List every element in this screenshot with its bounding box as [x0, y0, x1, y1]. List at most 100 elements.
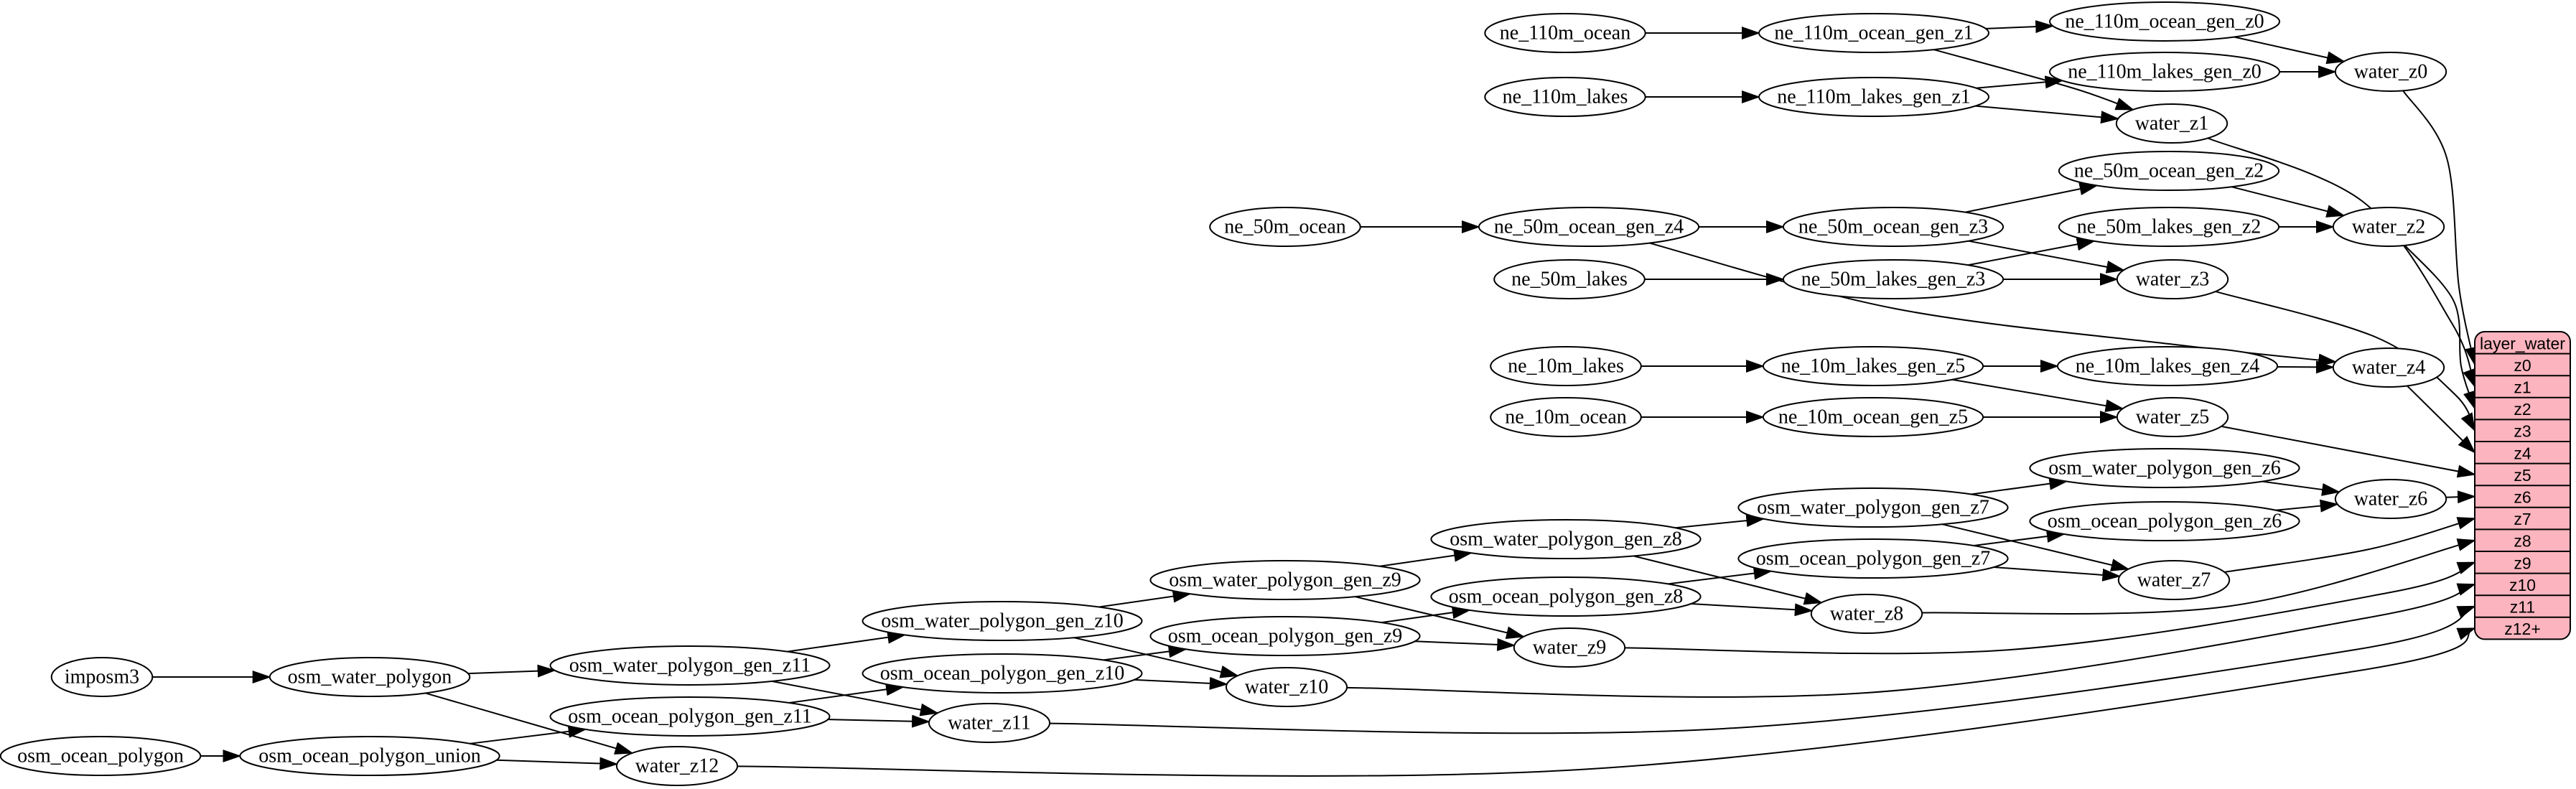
node-label-water_z1: water_z1: [2135, 113, 2209, 135]
node-ne_110m_lakes_gen_z1: ne_110m_lakes_gen_z1: [1758, 77, 1989, 117]
node-ellipse-ne_110m_lakes: [1484, 77, 1646, 117]
edge-osm_ocean_polygon_gen_z9-to-osm_ocean_polygon_gen_z8: [1381, 606, 1471, 624]
node-ne_50m_ocean_gen_z2: ne_50m_ocean_gen_z2: [2058, 151, 2280, 191]
node-label-ne_110m_lakes: ne_110m_lakes: [1503, 86, 1628, 108]
edge-osm_ocean_polygon_union-to-water_z12: [496, 757, 619, 770]
edge-osm_ocean_polygon_gen_z6-to-water_z6: [2275, 499, 2339, 513]
node-water_z11: water_z11: [928, 703, 1051, 743]
node-label-osm_ocean_polygon_gen_z9: osm_ocean_polygon_gen_z9: [1168, 625, 1403, 648]
node-ellipse-ne_110m_lakes_gen_z0: [2049, 52, 2280, 92]
node-label-ne_50m_ocean_gen_z4: ne_50m_ocean_gen_z4: [1494, 216, 1684, 238]
node-ellipse-ne_50m_ocean_gen_z3: [1782, 207, 2005, 247]
node-water_z9: water_z9: [1513, 627, 1626, 668]
node-label-ne_50m_lakes_gen_z2: ne_50m_lakes_gen_z2: [2077, 216, 2262, 238]
edge-water_z2-to-layer_water-z2: [2404, 245, 2476, 411]
node-ne_50m_ocean_gen_z4: ne_50m_ocean_gen_z4: [1478, 207, 1700, 247]
node-ellipse-osm_ocean_polygon_gen_z8: [1430, 576, 1702, 617]
node-water_z0: water_z0: [2334, 52, 2447, 92]
edge-ne_110m_ocean_gen_z0-to-water_z0: [2234, 36, 2346, 65]
edge-ne_50m_ocean_gen_z2-to-water_z2: [2231, 186, 2346, 218]
edges-layer: [152, 20, 2478, 777]
edge-osm_water_polygon_gen_z9-to-osm_water_polygon_gen_z8: [1379, 548, 1473, 567]
layer-water-table: layer_waterz0z1z2z3z4z5z6z7z8z9z10z11z12…: [2474, 331, 2571, 640]
node-ellipse-water_z2: [2332, 207, 2445, 247]
node-ellipse-osm_water_polygon_gen_z10: [862, 601, 1143, 641]
edge-osm_water_polygon_gen_z6-to-water_z6: [2262, 480, 2341, 496]
edge-ne_110m_ocean_gen_z1-to-ne_110m_ocean_gen_z0: [1985, 20, 2055, 34]
edge-ne_10m_lakes_gen_z5-to-water_z5: [1951, 378, 2124, 413]
node-label-osm_water_polygon_gen_z6: osm_water_polygon_gen_z6: [2048, 457, 2281, 480]
node-water_z5: water_z5: [2116, 397, 2229, 437]
node-ellipse-osm_ocean_polygon_gen_z9: [1149, 616, 1421, 656]
node-label-ne_110m_ocean_gen_z0: ne_110m_ocean_gen_z0: [2065, 11, 2264, 33]
node-ellipse-osm_ocean_polygon_gen_z7: [1737, 538, 2009, 579]
node-osm_ocean_polygon_gen_z11: osm_ocean_polygon_gen_z11: [549, 696, 831, 737]
edge-water_z9-to-layer_water-z9: [1625, 561, 2476, 655]
node-label-water_z5: water_z5: [2136, 406, 2210, 429]
node-ellipse-water_z1: [2115, 103, 2229, 144]
node-ellipse-water_z4: [2332, 347, 2445, 388]
edge-osm_water_polygon_gen_z8-to-water_z8: [1633, 555, 1823, 605]
node-label-osm_ocean_polygon_gen_z10: osm_ocean_polygon_gen_z10: [880, 663, 1125, 685]
node-water_z10: water_z10: [1225, 667, 1348, 707]
node-label-osm_ocean_polygon_union: osm_ocean_polygon_union: [258, 745, 481, 767]
node-ne_10m_lakes_gen_z5: ne_10m_lakes_gen_z5: [1762, 346, 1984, 386]
node-ellipse-water_z10: [1225, 667, 1348, 707]
node-water_z3: water_z3: [2116, 259, 2229, 299]
node-label-water_z8: water_z8: [1830, 603, 1904, 625]
node-ellipse-ne_10m_lakes_gen_z5: [1762, 346, 1984, 386]
edge-water_z7-to-layer_water-z7: [2224, 517, 2476, 573]
node-ellipse-ne_110m_lakes_gen_z1: [1758, 77, 1989, 117]
node-ne_110m_lakes: ne_110m_lakes: [1484, 77, 1646, 117]
node-ne_50m_ocean_gen_z3: ne_50m_ocean_gen_z3: [1782, 207, 2005, 247]
node-ellipse-water_z0: [2334, 52, 2447, 92]
table-row-z5: z5: [2514, 466, 2531, 485]
node-ellipse-water_z9: [1513, 627, 1626, 668]
node-ne_110m_lakes_gen_z0: ne_110m_lakes_gen_z0: [2049, 52, 2280, 92]
node-label-osm_ocean_polygon_gen_z8: osm_ocean_polygon_gen_z8: [1449, 586, 1684, 608]
node-ellipse-water_z6: [2334, 479, 2447, 519]
edge-osm_ocean_polygon_gen_z10-to-osm_ocean_polygon_gen_z9: [1103, 645, 1187, 661]
node-label-osm_ocean_polygon: osm_ocean_polygon: [17, 745, 184, 767]
node-water_z12: water_z12: [615, 746, 739, 786]
edge-osm_water_polygon_gen_z9-to-water_z9: [1355, 596, 1526, 640]
node-ne_10m_lakes: ne_10m_lakes: [1490, 346, 1642, 386]
node-ellipse-water_z12: [615, 746, 739, 786]
edge-osm_water_polygon_gen_z11-to-osm_water_polygon_gen_z10: [787, 630, 907, 653]
table-row-z10: z10: [2509, 576, 2536, 594]
edge-osm_water_polygon_gen_z7-to-osm_water_polygon_gen_z6: [1971, 477, 2068, 495]
edge-osm_water_polygon-to-water_z12: [425, 692, 634, 755]
edge-osm_ocean_polygon_gen_z7-to-water_z7: [1993, 566, 2122, 582]
node-label-ne_50m_ocean: ne_50m_ocean: [1224, 216, 1346, 238]
node-ellipse-osm_ocean_polygon_gen_z11: [549, 696, 831, 737]
node-water_z1: water_z1: [2115, 103, 2229, 144]
node-label-ne_50m_ocean_gen_z2: ne_50m_ocean_gen_z2: [2074, 160, 2264, 182]
node-osm_ocean_polygon_gen_z9: osm_ocean_polygon_gen_z9: [1149, 616, 1421, 656]
node-label-ne_110m_ocean_gen_z1: ne_110m_ocean_gen_z1: [1774, 22, 1973, 45]
node-imposm3: imposm3: [50, 657, 154, 697]
node-ellipse-water_z3: [2116, 259, 2229, 299]
node-ellipse-osm_ocean_polygon_union: [239, 736, 500, 776]
edge-osm_ocean_polygon_gen_z10-to-water_z10: [1134, 676, 1228, 690]
edge-water_z5-to-layer_water-z5: [2221, 425, 2476, 478]
node-ne_50m_lakes: ne_50m_lakes: [1493, 259, 1646, 299]
node-label-ne_110m_ocean: ne_110m_ocean: [1500, 22, 1630, 45]
node-osm_ocean_polygon_gen_z7: osm_ocean_polygon_gen_z7: [1737, 538, 2009, 579]
node-label-ne_50m_lakes: ne_50m_lakes: [1511, 269, 1628, 291]
node-osm_water_polygon_gen_z11: osm_water_polygon_gen_z11: [549, 645, 831, 686]
node-label-ne_110m_lakes_gen_z0: ne_110m_lakes_gen_z0: [2068, 61, 2262, 83]
edge-water_z3-to-layer_water-z3: [2215, 291, 2475, 432]
edge-water_z8-to-layer_water-z8: [1922, 538, 2476, 615]
edge-osm_water_polygon_gen_z7-to-water_z7: [1941, 523, 2130, 571]
node-ne_50m_ocean: ne_50m_ocean: [1209, 207, 1361, 247]
nodes-layer: ne_110m_ocean ne_110m_ocean_gen_z1 ne_110m…: [0, 1, 2447, 786]
node-osm_ocean_polygon_gen_z6: osm_ocean_polygon_gen_z6: [2029, 501, 2300, 541]
node-label-water_z2: water_z2: [2352, 216, 2426, 238]
node-ne_110m_ocean_gen_z1: ne_110m_ocean_gen_z1: [1758, 13, 1989, 53]
node-label-ne_10m_lakes_gen_z4: ne_10m_lakes_gen_z4: [2076, 355, 2260, 378]
table-row-z1: z1: [2514, 378, 2531, 397]
node-osm_water_polygon_gen_z6: osm_water_polygon_gen_z6: [2029, 448, 2300, 488]
edge-ne_10m_lakes_gen_z4-to-water_z4: [2277, 360, 2335, 374]
node-label-water_z6: water_z6: [2354, 488, 2428, 510]
node-ellipse-ne_50m_ocean: [1209, 207, 1361, 247]
